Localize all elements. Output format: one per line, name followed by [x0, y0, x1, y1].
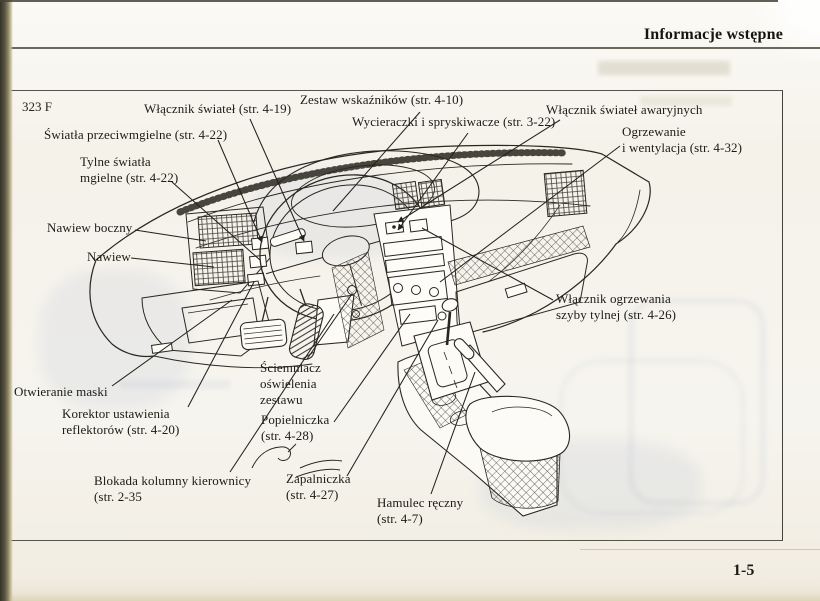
showthrough-text-bar: [598, 61, 730, 75]
header-rule: [0, 47, 820, 49]
page-header: Informacje wstępne: [643, 26, 783, 43]
scan-top-edge: [0, 0, 778, 2]
callout-label-popielniczka: Popielniczka(str. 4-28): [261, 412, 330, 443]
callout-label-blokada: Blokada kolumny kierownicy(str. 2-35: [94, 473, 252, 504]
callout-label-zestaw-wskaznikow: Zestaw wskaźników (str. 4-10): [300, 92, 464, 107]
callout-label-wycieraczki: Wycieraczki i spryskiwacze (str. 3-22): [352, 114, 556, 129]
callout-label-wlacznik-swiatel: Włącznik świateł (str. 4-19): [144, 101, 292, 116]
figure-model-code: 323 F: [22, 99, 52, 114]
callout-label-nawiew: Nawiew: [87, 249, 131, 264]
callout-label-nawiew-boczny: Nawiew boczny: [47, 220, 133, 235]
callout-label-otwieranie-maski: Otwieranie maski: [14, 384, 108, 399]
callout-label-swiatla-przeciwmgielne: Światła przeciwmgielne (str. 4-22): [44, 127, 228, 142]
callout-label-swiatla-awaryjne: Włącznik świateł awaryjnych: [546, 102, 703, 117]
callout-label-zapalniczka: Zapalniczka(str. 4-27): [286, 471, 351, 502]
figure-box-shadow-line: [580, 549, 820, 550]
page-bottom-edge: [0, 593, 820, 601]
page-corner-highlight: [750, 0, 820, 60]
callout-label-hamulec: Hamulec ręczny(str. 4-7): [377, 495, 464, 526]
book-spine-shadow: [0, 0, 13, 601]
page-number: 1-5: [733, 562, 755, 579]
